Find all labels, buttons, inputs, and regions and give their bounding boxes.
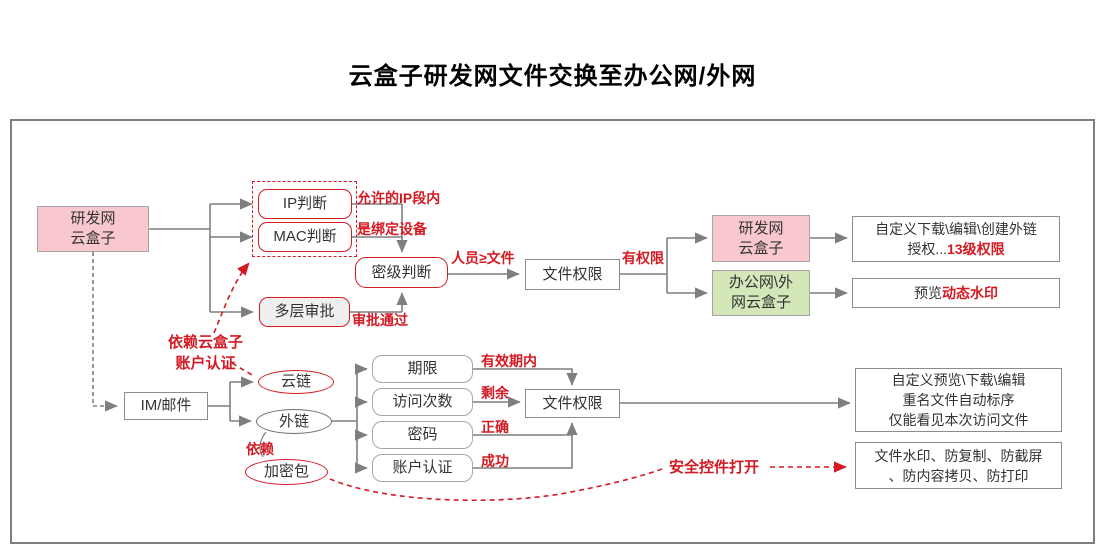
node-visit-count: 访问次数 [372,388,473,416]
node-duration: 期限 [372,355,473,383]
node-rnd-cloudbox-left: 研发网云盒子 [37,206,149,252]
node-custom-preview: 自定义预览\下载\编辑 重名文件自动标序 仅能看见本次访问文件 [855,368,1062,432]
label-valid-period: 有效期内 [481,353,537,369]
node-ip-check: IP判断 [258,189,352,219]
label-allow-ip-range: 允许的IP段内 [357,190,441,206]
node-account-auth: 账户认证 [372,454,473,482]
diagram-frame [10,119,1095,544]
node-custom-download: 自定义下载\编辑\创建外链 授权...13级权限 [852,216,1060,262]
node-password: 密码 [372,421,473,449]
node-mac-check: MAC判断 [258,222,352,252]
group-ip-mac-dashed [252,181,357,257]
node-cloud-link: 云链 [258,370,334,394]
label-correct: 正确 [481,419,509,435]
node-rnd-cloudbox-right: 研发网云盒子 [712,215,810,262]
label-depend-cloudbox-auth: 依赖云盒子 账户认证 [167,334,243,372]
node-multi-approval: 多层审批 [259,297,350,327]
label-approval-pass: 审批通过 [352,312,408,328]
label-depend: 依赖 [246,441,274,457]
label-success: 成功 [481,453,509,469]
node-office-cloudbox: 办公网\外网云盒子 [712,270,810,316]
label-bind-device: 是绑定设备 [357,221,427,237]
page-title: 云盒子研发网文件交换至办公网/外网 [348,63,757,90]
node-external-link: 外链 [256,409,332,434]
node-preview-watermark: 预览动态水印 [852,278,1060,308]
node-file-perm-top: 文件权限 [525,259,620,290]
node-file-perm-bottom: 文件权限 [525,389,620,418]
node-file-watermark: 文件水印、防复制、防截屏 、防内容拷贝、防打印 [855,442,1062,489]
label-remaining: 剩余 [481,385,509,401]
node-im-mail: IM/邮件 [124,392,208,420]
label-has-permission: 有权限 [622,250,664,266]
node-encrypted-package: 加密包 [245,459,328,485]
label-person-gte-file: 人员≥文件 [451,250,515,266]
label-security-control-open: 安全控件打开 [669,459,760,476]
node-secret-check: 密级判断 [355,257,448,288]
